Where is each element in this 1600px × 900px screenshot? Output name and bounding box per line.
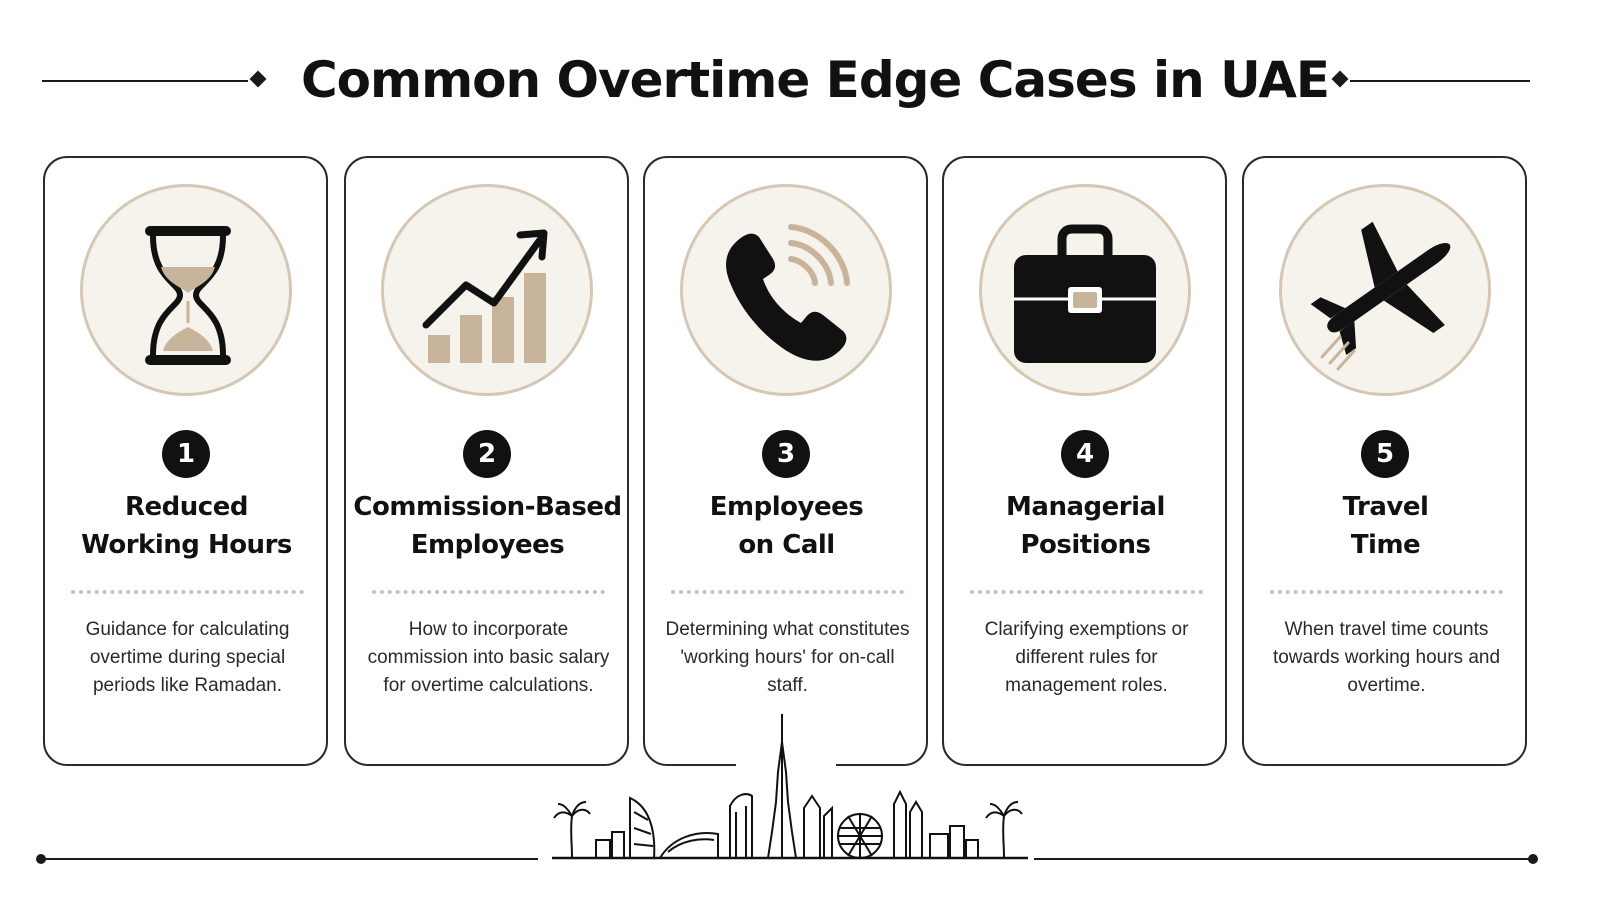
icon-circle (80, 184, 292, 396)
dotted-divider (372, 590, 605, 594)
step-number-badge: 1 (162, 430, 210, 478)
bottom-right-dot (1528, 854, 1538, 864)
growth-chart-icon (422, 229, 548, 363)
dotted-divider (970, 590, 1203, 594)
card-title-line-2: Time (1350, 530, 1421, 560)
card-title-line-2: Employees (410, 530, 565, 560)
bottom-right-line (1034, 858, 1530, 860)
icon-circle (680, 184, 892, 396)
phone-icon (726, 224, 850, 361)
card-title: Managerial Positions (950, 488, 1221, 564)
bottom-left-dot (36, 854, 46, 864)
card-title: Travel Time (1250, 488, 1521, 564)
card-description: When travel time counts towards working … (1272, 619, 1501, 696)
step-number-badge: 5 (1361, 430, 1409, 478)
card-title: Employees on Call (651, 488, 922, 564)
card-title-line-2: on Call (738, 530, 835, 560)
dubai-skyline-icon (552, 714, 1028, 860)
skyline-border-gap (736, 758, 836, 770)
airplane-icon (1310, 221, 1451, 371)
card-reduced-working-hours: 1 Reduced Working Hours Guidance for cal… (43, 156, 328, 766)
dotted-divider (71, 590, 304, 594)
card-title: Commission-Based Employees (352, 488, 623, 564)
card-title-line-1: Employees (709, 492, 864, 522)
card-title-line-1: Commission-Based (353, 492, 622, 522)
briefcase-icon (1014, 224, 1156, 363)
icon-circle (979, 184, 1191, 396)
bottom-left-line (44, 858, 538, 860)
step-number-badge: 2 (463, 430, 511, 478)
card-description: Guidance for calculating overtime during… (85, 619, 290, 696)
card-title-line-1: Managerial (1006, 492, 1165, 522)
icon-circle (381, 184, 593, 396)
card-title-line-1: Reduced (125, 492, 248, 522)
card-title-line-2: Positions (1020, 530, 1152, 560)
card-managerial-positions: 4 Managerial Positions Clarifying exempt… (942, 156, 1227, 766)
title-row: Common Overtime Edge Cases in UAE (0, 40, 1600, 120)
step-number-badge: 4 (1061, 430, 1109, 478)
dotted-divider (671, 590, 904, 594)
card-title-line-2: Working Hours (81, 530, 292, 560)
card-description: How to incorporate commission into basic… (367, 619, 610, 696)
card-description: Determining what constitutes 'working ho… (665, 619, 910, 696)
title-right-diamond (1331, 70, 1349, 88)
card-title-line-1: Travel (1342, 492, 1429, 522)
card-description: Clarifying exemptions or different rules… (984, 619, 1189, 696)
title-left-line (42, 80, 248, 82)
card-employees-on-call: 3 Employees on Call Determining what con… (643, 156, 928, 766)
title-left-diamond (249, 70, 267, 88)
card-title: Reduced Working Hours (51, 488, 322, 564)
dotted-divider (1270, 590, 1503, 594)
icon-circle (1279, 184, 1491, 396)
title-right-line (1350, 80, 1530, 82)
card-commission-based-employees: 2 Commission-Based Employees How to inco… (344, 156, 629, 766)
card-travel-time: 5 Travel Time When travel time counts to… (1242, 156, 1527, 766)
page-title: Common Overtime Edge Cases in UAE (300, 51, 1330, 109)
step-number-badge: 3 (762, 430, 810, 478)
hourglass-icon (145, 226, 231, 365)
